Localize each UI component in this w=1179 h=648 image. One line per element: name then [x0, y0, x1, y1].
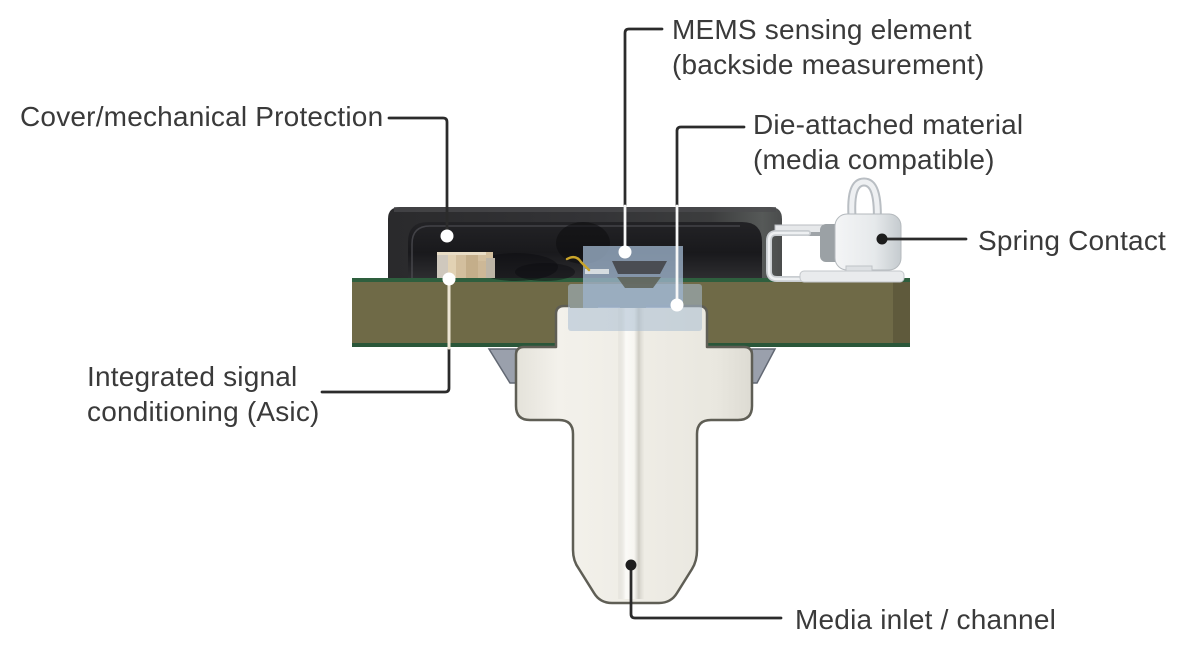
label-asic-line2: conditioning (Asic)	[87, 396, 320, 427]
asic-dot	[442, 272, 456, 286]
label-spring-contact: Spring Contact	[978, 223, 1166, 258]
port-flange-left	[487, 348, 517, 384]
asic-chip-shape	[437, 252, 495, 278]
media-channel-shape	[618, 308, 644, 599]
die-attach-dot	[670, 298, 684, 312]
label-spring-text: Spring Contact	[978, 225, 1167, 256]
label-integrated-signal-conditioning: Integrated signal conditioning (Asic)	[87, 359, 320, 429]
bond-wire-shape	[565, 255, 591, 272]
label-cover-text: Cover/mechanical Protection	[20, 101, 384, 132]
callout-dots	[440, 229, 888, 571]
label-die-line2: (media compatible)	[753, 144, 995, 175]
mems-element-shape	[565, 246, 702, 331]
label-cover-mechanical-protection: Cover/mechanical Protection	[20, 99, 383, 134]
label-asic-line1: Integrated signal	[87, 361, 298, 392]
media-dot	[625, 559, 637, 571]
port-flange-right	[751, 348, 777, 384]
spring-dot	[876, 233, 888, 245]
label-mems-line1: MEMS sensing element	[672, 14, 972, 45]
label-media-inlet-channel: Media inlet / channel	[795, 602, 1056, 637]
label-die-attached-material: Die-attached material (media compatible)	[753, 107, 1023, 177]
cover-dot	[440, 229, 454, 243]
leader-cover	[387, 116, 449, 235]
label-media-text: Media inlet / channel	[795, 604, 1057, 635]
leader-asic-lower	[320, 346, 451, 394]
spring-contact-shape	[766, 177, 905, 283]
leader-media	[629, 566, 783, 620]
label-die-line1: Die-attached material	[753, 109, 1024, 140]
leader-die-upper	[675, 125, 746, 208]
leader-lines	[320, 27, 968, 620]
leader-mems-upper	[623, 27, 664, 208]
label-mems-sensing-element: MEMS sensing element (backside measureme…	[672, 12, 985, 82]
mems-dot	[618, 245, 632, 259]
media-inlet-shape	[514, 304, 754, 605]
label-mems-line2: (backside measurement)	[672, 49, 985, 80]
